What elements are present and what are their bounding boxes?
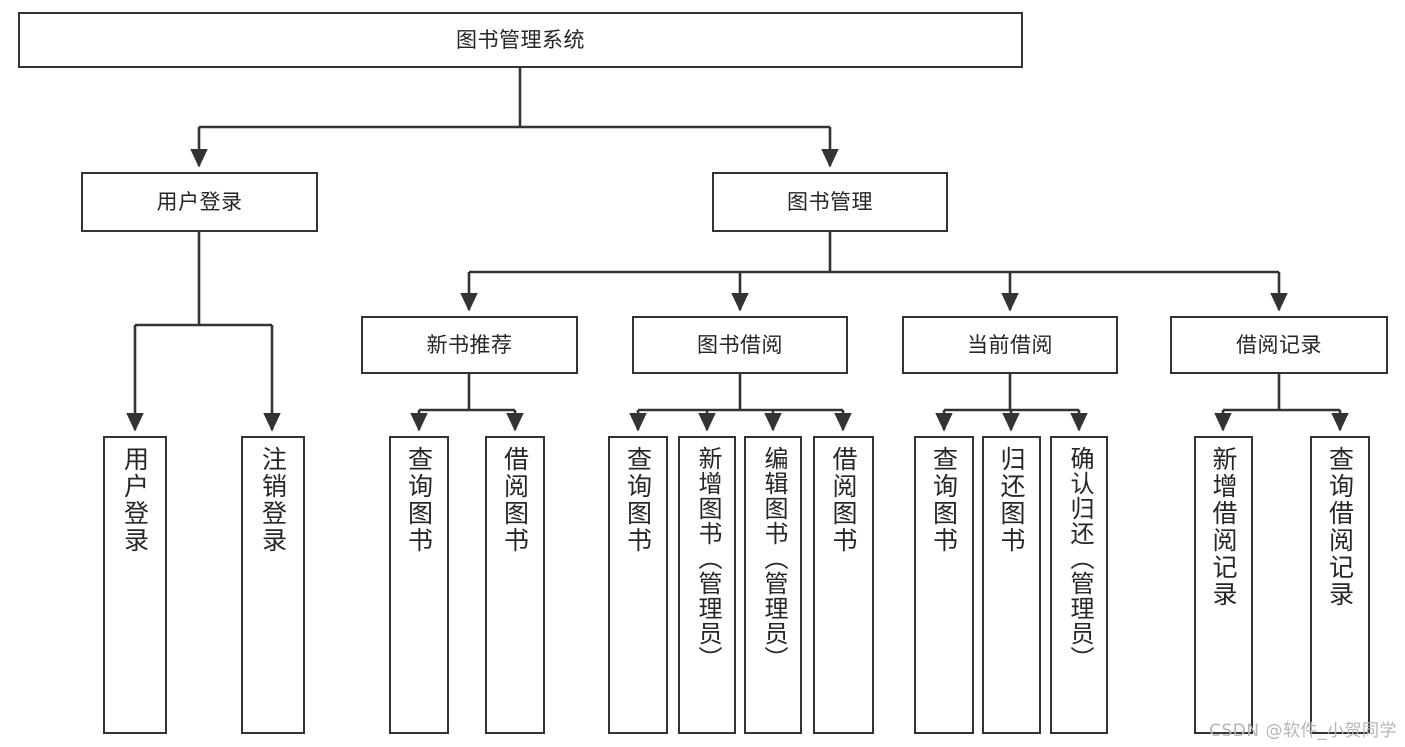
node-leaf-query-borrow-record[interactable]: 查询借阅记录 — [1310, 436, 1370, 734]
node-leaf-user-login[interactable]: 用户登录 — [103, 436, 167, 734]
node-leaf-return-book[interactable]: 归还图书 — [982, 436, 1041, 734]
node-label: 用户登录 — [120, 446, 150, 554]
node-label: 图书管理系统 — [456, 27, 585, 52]
node-label: 借阅图书 — [500, 446, 530, 554]
node-user-login[interactable]: 用户登录 — [81, 172, 318, 232]
node-label: 借阅图书 — [829, 446, 858, 554]
node-leaf-edit-book[interactable]: 编辑图书（管理员） — [744, 436, 802, 734]
node-leaf-query-book-current[interactable]: 查询图书 — [914, 436, 974, 734]
node-book-management-system[interactable]: 图书管理系统 — [18, 12, 1023, 68]
node-label: 编辑图书（管理员） — [759, 446, 788, 671]
node-label: 新增图书（管理员） — [693, 446, 722, 671]
node-leaf-borrow-book[interactable]: 借阅图书 — [813, 436, 874, 734]
node-book-borrow[interactable]: 图书借阅 — [632, 316, 848, 374]
node-label: 新书推荐 — [426, 332, 513, 357]
node-book-management[interactable]: 图书管理 — [712, 172, 948, 232]
node-leaf-logout-login[interactable]: 注销登录 — [241, 436, 305, 734]
node-leaf-add-book[interactable]: 新增图书（管理员） — [678, 436, 736, 734]
node-label: 新增借阅记录 — [1209, 446, 1238, 608]
node-label: 查询图书 — [929, 446, 959, 554]
node-borrow-record[interactable]: 借阅记录 — [1170, 316, 1388, 374]
node-label: 当前借阅 — [967, 332, 1053, 357]
node-label: 借阅记录 — [1236, 332, 1322, 357]
node-leaf-query-book-borrow[interactable]: 查询图书 — [608, 436, 668, 734]
node-label: 图书管理 — [787, 189, 873, 214]
node-label: 查询图书 — [404, 446, 434, 554]
node-label: 确认归还（管理员） — [1065, 446, 1094, 671]
node-label: 用户登录 — [156, 189, 243, 214]
node-current-borrow[interactable]: 当前借阅 — [902, 316, 1118, 374]
node-label: 查询借阅记录 — [1325, 446, 1355, 608]
node-leaf-add-borrow-record[interactable]: 新增借阅记录 — [1194, 436, 1253, 734]
node-leaf-query-book-recommend[interactable]: 查询图书 — [389, 436, 449, 734]
node-leaf-borrow-book-recommend[interactable]: 借阅图书 — [485, 436, 545, 734]
node-label: 图书借阅 — [697, 332, 783, 357]
node-label: 查询图书 — [623, 446, 653, 554]
node-new-book-recommend[interactable]: 新书推荐 — [361, 316, 578, 374]
node-label: 注销登录 — [258, 446, 288, 554]
node-label: 归还图书 — [997, 446, 1026, 554]
node-leaf-confirm-return[interactable]: 确认归还（管理员） — [1050, 436, 1108, 734]
